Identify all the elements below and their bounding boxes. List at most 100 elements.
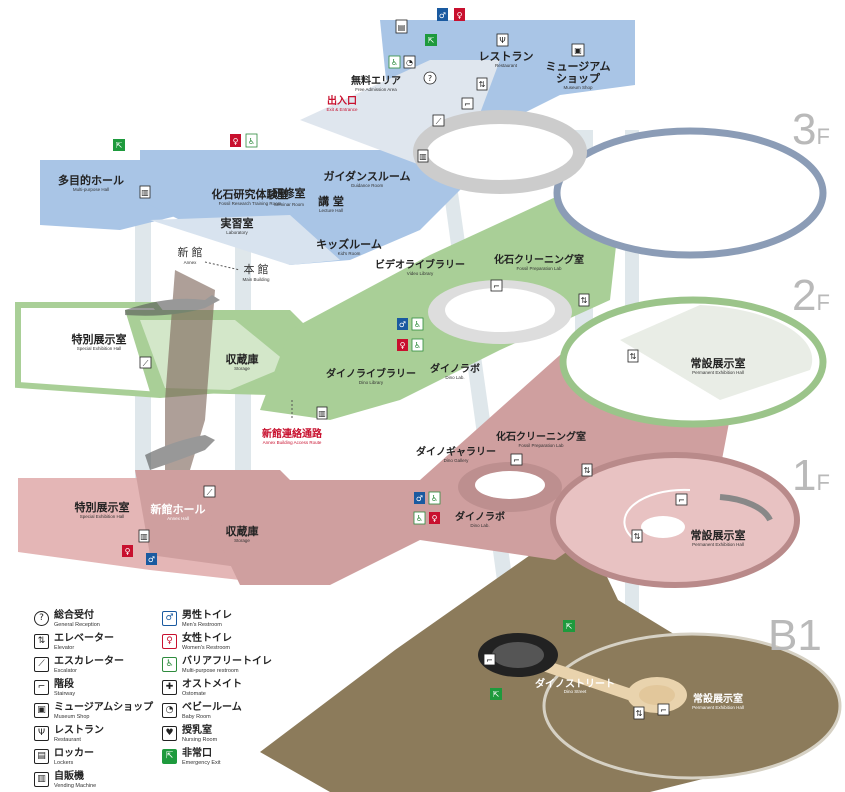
svg-text:⇅: ⇅ (636, 709, 643, 718)
mens-restroom-icon: ♂ (437, 8, 448, 21)
legend-label: 女性トイレ (182, 633, 232, 644)
baby-room-icon: ◔ (162, 703, 177, 718)
svg-text:ダイノライブラリー: ダイノライブラリー (326, 367, 416, 380)
emergency-exit-icon: ⇱ (113, 139, 125, 151)
label-dino-lab-2f: ダイノラボ Dino Lab. (430, 362, 480, 380)
stairs-icon: ⌐ (34, 680, 49, 695)
svg-text:新館ホール: 新館ホール (151, 502, 206, 516)
svg-text:Annex Building Access Route: Annex Building Access Route (263, 440, 322, 445)
womens-restroom-icon: ♀ (454, 8, 465, 21)
svg-text:♀: ♀ (233, 137, 239, 146)
stairs-icon: ⌐ (490, 279, 503, 292)
svg-text:Video Library: Video Library (407, 271, 434, 276)
svg-text:Multi-purpose Hall: Multi-purpose Hall (73, 187, 109, 192)
reception-icon: ? (34, 611, 49, 626)
mens-restroom-icon: ♂ (146, 553, 157, 565)
svg-text:ダイノラボ: ダイノラボ (430, 362, 480, 375)
barrier-free-restroom-icon: ♿ (428, 491, 441, 505)
legend-sublabel: Women's Restroom (182, 645, 231, 651)
svg-text:レストラン: レストラン (479, 50, 534, 63)
svg-text:収蔵庫: 収蔵庫 (226, 524, 259, 538)
svg-text:♿: ♿ (414, 320, 421, 329)
svg-text:ガイダンスルーム: ガイダンスルーム (323, 169, 410, 183)
label-multipurpose-hall: 多目的ホール Multi-purpose Hall (58, 173, 124, 192)
floor-label-3f: 3F (792, 105, 830, 154)
legend-label: 非常口 (182, 748, 212, 759)
svg-text:⟋: ⟋ (436, 117, 442, 126)
elevator-icon: ⇅ (633, 706, 645, 720)
svg-text:Free Admission Area: Free Admission Area (355, 87, 397, 92)
vending-icon: ▥ (138, 529, 150, 543)
emergency-exit-icon: ⇱ (425, 34, 437, 46)
svg-text:♂: ♂ (148, 555, 155, 564)
svg-text:⌐: ⌐ (486, 656, 493, 665)
svg-text:常設展示室: 常設展示室 (693, 692, 743, 705)
legend-sublabel: Lockers (54, 760, 74, 766)
legend-sublabel: Men's Restroom (182, 622, 222, 628)
barrier-free-restroom-icon: ♿ (411, 317, 424, 331)
svg-text:⟋: ⟋ (143, 359, 149, 368)
legend-label: エレベーター (54, 633, 114, 644)
emergency-exit-icon: ⇱ (490, 688, 502, 700)
svg-text:⇅: ⇅ (634, 532, 641, 541)
svg-text:Fossil Research Training Room: Fossil Research Training Room (219, 201, 282, 206)
legend-sublabel: General Reception (54, 622, 100, 628)
svg-text:Dino Street: Dino Street (564, 689, 587, 694)
stairs-icon: ⌐ (657, 703, 670, 716)
vending-icon: ▥ (417, 149, 429, 163)
svg-text:♿: ♿ (414, 341, 421, 350)
barrier-free-restroom-icon: ♿ (411, 338, 424, 352)
barrier-free-restroom-icon: ♿ (413, 511, 426, 525)
elevator-icon: ⇅ (627, 349, 639, 363)
svg-text:Dino Library: Dino Library (359, 380, 384, 385)
svg-text:ショップ: ショップ (556, 71, 601, 85)
svg-text:Fossil Preparation Lab: Fossil Preparation Lab (516, 266, 562, 271)
svg-text:化石クリーニング室: 化石クリーニング室 (496, 430, 586, 443)
escalator-icon: ⟋ (432, 114, 445, 127)
label-storage-1f: 収蔵庫 Storage (226, 524, 259, 543)
legend-sublabel: Ostomate (182, 691, 206, 697)
legend-sublabel: Vending Machine (54, 783, 97, 789)
svg-text:♿: ♿ (248, 137, 255, 146)
label-free-area: 無料エリア Free Admission Area (351, 74, 401, 92)
svg-text:特別展示室: 特別展示室 (72, 332, 127, 346)
svg-text:特別展示室: 特別展示室 (75, 500, 130, 514)
svg-text:⇅: ⇅ (584, 466, 591, 475)
baby-room-icon: ◔ (403, 55, 416, 69)
svg-text:⇱: ⇱ (116, 141, 123, 150)
escalator-icon: ⟋ (34, 657, 49, 672)
svg-text:Annex: Annex (184, 260, 198, 265)
svg-text:研修室: 研修室 (273, 186, 306, 200)
womens-restroom-icon: ♀ (122, 545, 133, 557)
svg-text:▥: ▥ (419, 152, 427, 161)
escalator-icon: ⟋ (139, 356, 152, 369)
label-dino-lab-1f: ダイノラボ Dino Lab. (455, 510, 505, 528)
svg-text:⌐: ⌐ (678, 496, 685, 505)
shop-icon: ▣ (571, 43, 585, 57)
womens-restroom-icon: ♀ (429, 512, 440, 524)
legend-label: オストメイト (182, 679, 242, 690)
escalator-icon: ⟋ (203, 485, 216, 498)
svg-text:▣: ▣ (574, 46, 582, 55)
svg-text:▥: ▥ (318, 409, 326, 418)
mens-restroom-icon: ♂ (162, 611, 177, 626)
legend-sublabel: Escalator (54, 668, 77, 674)
label-prep-lab-2f: 化石クリーニング室 Fossil Preparation Lab (494, 253, 584, 271)
label-special-hall-2f: 特別展示室 Special Exhibition Hall (72, 332, 127, 351)
barrier-free-restroom-icon: ♿ (245, 133, 258, 148)
label-seminar-room: 研修室 Seminar Room (273, 186, 306, 207)
vending-icon: ▥ (316, 406, 328, 420)
label-kids-room: キッズルーム Kid's Room (316, 237, 382, 256)
label-dino-library: ダイノライブラリー Dino Library (326, 367, 416, 385)
svg-text:Dino Lab.: Dino Lab. (470, 523, 489, 528)
svg-text:Dino Lab.: Dino Lab. (445, 375, 464, 380)
legend-sublabel: Stairway (54, 691, 76, 697)
